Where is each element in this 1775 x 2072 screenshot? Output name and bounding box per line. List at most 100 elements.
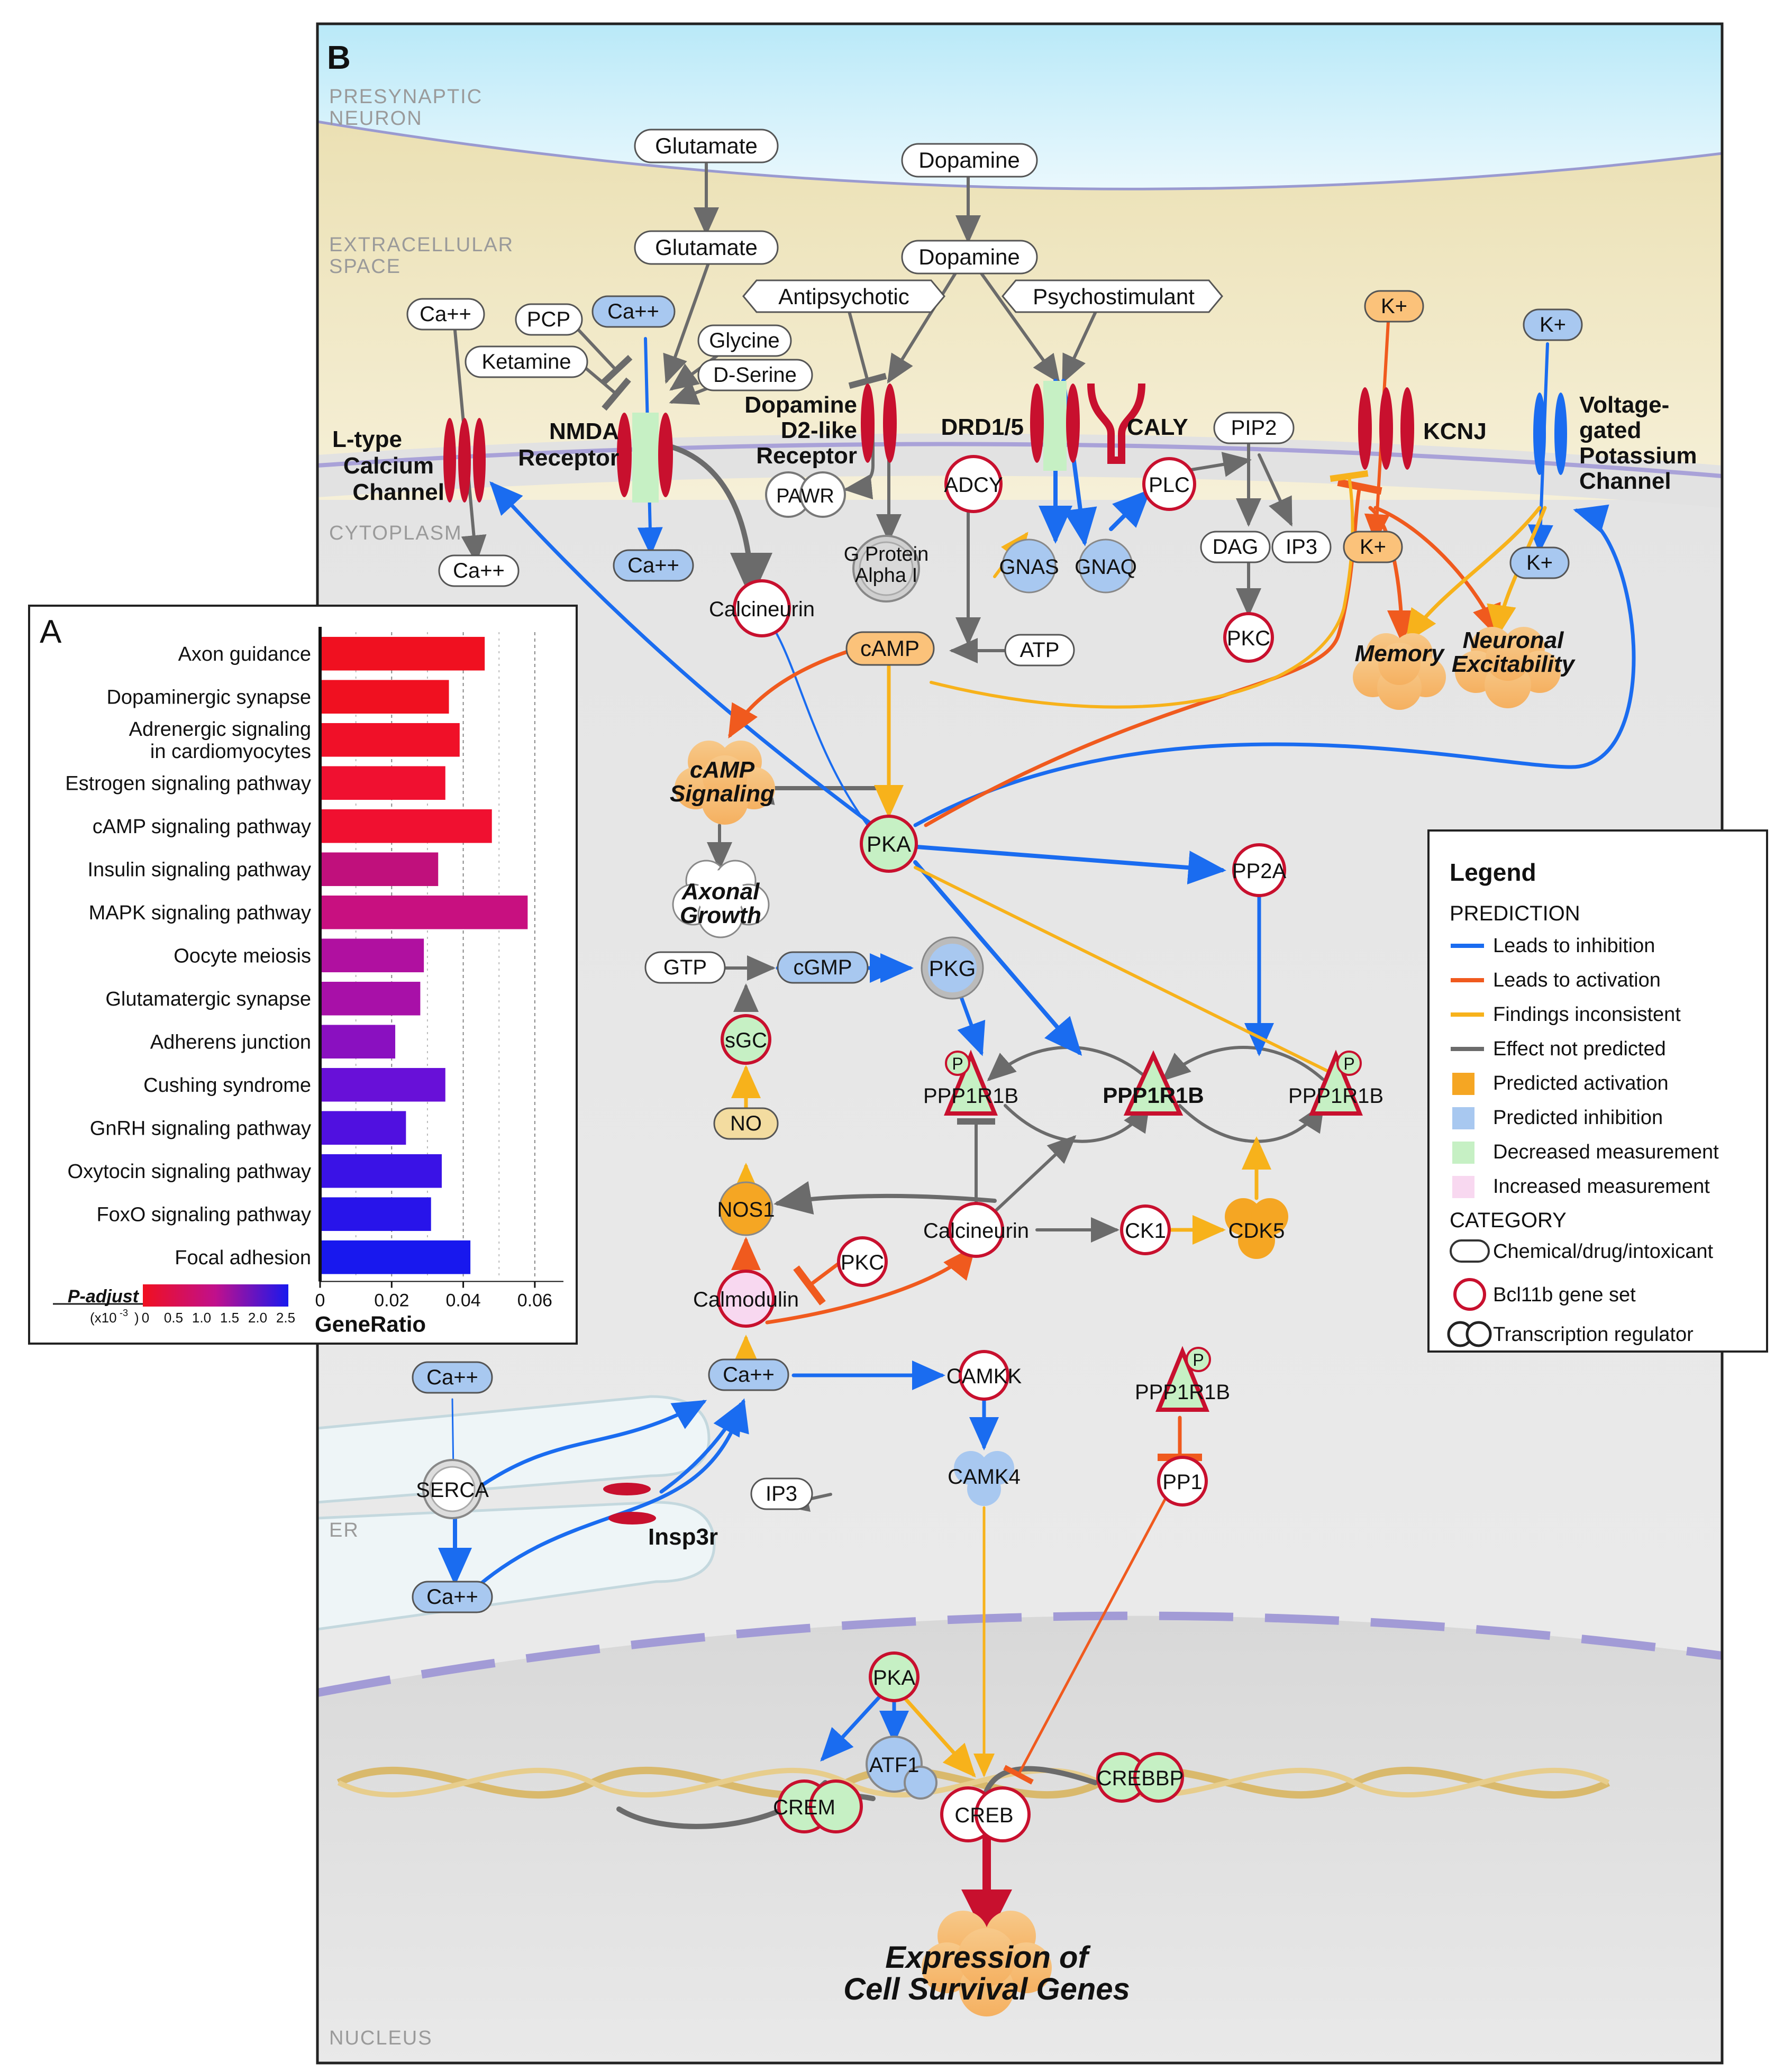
node-ppp1r1b-lower-label: PPP1R1B	[1135, 1381, 1230, 1404]
node-dserine-label: D-Serine	[713, 363, 797, 387]
node-ck1[interactable]: CK1	[1120, 1204, 1171, 1255]
caly-label: CALY	[1127, 414, 1188, 440]
node-ip3-top[interactable]: IP3	[1271, 531, 1332, 563]
node-camkk-label: CAMKK	[946, 1365, 1022, 1388]
node-glutamate-pre[interactable]: Glutamate	[634, 129, 779, 163]
node-ca-cyto-l[interactable]: Ca++	[438, 554, 520, 587]
node-serca[interactable]: SERCA	[416, 1459, 489, 1519]
node-ketamine[interactable]: Ketamine	[465, 345, 588, 378]
node-sgc[interactable]: sGC	[721, 1014, 771, 1065]
phenotype-camp-signaling[interactable]: cAMP Signaling	[670, 741, 775, 825]
node-psychostimulant[interactable]: Psychostimulant	[1002, 279, 1223, 313]
node-ip3-er[interactable]: IP3	[750, 1477, 813, 1510]
node-cgmp[interactable]: cGMP	[777, 951, 869, 984]
node-ppp1r1b-center-label: PPP1R1B	[1103, 1083, 1204, 1108]
node-no[interactable]: NO	[713, 1107, 779, 1140]
node-gnas-label: GNAS	[999, 555, 1059, 579]
node-gnaq[interactable]: GNAQ	[1075, 538, 1137, 594]
node-pp1[interactable]: PP1	[1157, 1456, 1208, 1507]
node-pip2[interactable]: PIP2	[1213, 412, 1295, 444]
nmda-receptor[interactable]	[617, 413, 673, 503]
node-serca-label: SERCA	[416, 1478, 489, 1502]
node-ca-ext[interactable]: Ca++	[406, 298, 485, 331]
node-pawr[interactable]: PAWR	[765, 471, 846, 518]
node-ca-er-top[interactable]: Ca++	[412, 1361, 493, 1394]
node-ca-main[interactable]: Ca++	[708, 1358, 789, 1391]
node-atf1[interactable]: ATF1	[866, 1736, 937, 1800]
bar	[320, 1154, 442, 1188]
node-k-cyto-blue[interactable]: K+	[1509, 546, 1570, 579]
node-crebbp-label: CREBBP	[1097, 1767, 1184, 1790]
node-glutamate-label: Glutamate	[655, 235, 758, 260]
ltype-label-3: Channel	[352, 479, 444, 505]
nucleus-label: NUCLEUS	[329, 2027, 433, 2049]
node-ppp1r1b-center[interactable]: PPP1R1B	[1103, 1050, 1204, 1116]
node-k-ext-orange[interactable]: K+	[1364, 290, 1424, 323]
legend-item-label: Leads to inhibition	[1493, 935, 1655, 957]
node-k-ext-blue[interactable]: K+	[1523, 308, 1583, 341]
node-pcp[interactable]: PCP	[515, 303, 583, 336]
phenotype-axonal-growth[interactable]: Axonal Growth	[672, 860, 770, 938]
node-camkk[interactable]: CAMKK	[946, 1350, 1022, 1401]
node-glutamate[interactable]: Glutamate	[634, 230, 779, 265]
bar	[320, 1067, 445, 1102]
node-calmodulin[interactable]: Calmodulin	[693, 1270, 799, 1328]
node-calcineurin-top[interactable]: Calcineurin	[709, 579, 815, 637]
category-label: Dopaminergic synapse	[106, 686, 311, 708]
node-dopamine-pre[interactable]: Dopamine	[901, 143, 1038, 178]
voltage-gated-potassium-channel[interactable]	[1533, 393, 1567, 475]
node-ca-cyto-nmda[interactable]: Ca++	[613, 549, 694, 582]
node-dserine[interactable]: D-Serine	[697, 359, 813, 391]
node-pkc-top[interactable]: PKC	[1223, 612, 1274, 663]
category-label: cAMP signaling pathway	[93, 816, 311, 838]
node-dopamine[interactable]: Dopamine	[901, 240, 1038, 275]
node-creb[interactable]: CREB	[940, 1786, 1031, 1842]
legend-item-label: Leads to activation	[1493, 969, 1661, 991]
node-adcy[interactable]: ADCY	[944, 455, 1003, 513]
node-sgc-label: sGC	[725, 1029, 767, 1052]
phenotype-cell-survival[interactable]: Expression of Cell Survival Genes	[843, 1911, 1130, 2016]
caly-receptor[interactable]	[1087, 383, 1145, 464]
category-label: Adherens junction	[150, 1031, 311, 1053]
category-label: Estrogen signaling pathway	[65, 772, 311, 795]
dopamine-d2-receptor[interactable]	[861, 384, 897, 463]
node-cdk5[interactable]: CDK5	[1225, 1198, 1288, 1259]
x-tick-label: 0.02	[374, 1291, 409, 1311]
node-pp2a[interactable]: PP2A	[1232, 843, 1287, 897]
node-nos1[interactable]: NOS1	[717, 1181, 775, 1236]
nmda-label-2: Receptor	[518, 445, 619, 471]
legend-prediction-heading: PREDICTION	[1450, 902, 1580, 925]
node-crebbp[interactable]: CREBBP	[1096, 1752, 1184, 1803]
node-calcineurin-mid[interactable]: Calcineurin	[923, 1202, 1029, 1258]
node-gtp[interactable]: GTP	[644, 951, 726, 984]
drd15-receptor[interactable]	[1030, 381, 1080, 471]
node-antipsychotic[interactable]: Antipsychotic	[742, 279, 945, 313]
node-k-cyto-orange[interactable]: K+	[1343, 531, 1403, 563]
phenotype-memory[interactable]: Memory	[1353, 633, 1446, 710]
node-camp[interactable]: cAMP	[845, 631, 935, 666]
node-crem[interactable]: CREM	[773, 1779, 863, 1833]
node-ca-nmda[interactable]: Ca++	[591, 295, 676, 328]
node-plc[interactable]: PLC	[1142, 457, 1196, 511]
node-gnas[interactable]: GNAS	[999, 538, 1059, 594]
node-pka-nucleus[interactable]: PKA	[869, 1651, 920, 1702]
node-camk4[interactable]: CAMK4	[948, 1451, 1021, 1506]
node-pkg[interactable]: PKG	[921, 936, 984, 1000]
node-calcineurin-top-label: Calcineurin	[709, 598, 815, 621]
node-pkc-mid[interactable]: PKC	[837, 1236, 888, 1287]
insp3r-receptor[interactable]	[603, 1483, 656, 1525]
vgk-label-3: Potassium	[1579, 443, 1697, 469]
bar	[320, 1025, 396, 1059]
node-atp[interactable]: ATP	[1004, 634, 1075, 667]
phenotype-neuronal-excitability[interactable]: Neuronal Excitability	[1452, 627, 1576, 708]
node-glycine[interactable]: Glycine	[697, 324, 792, 357]
kcnj-channel[interactable]	[1358, 387, 1414, 470]
node-ca-er-bot[interactable]: Ca++	[412, 1581, 493, 1613]
ltype-calcium-channel[interactable]	[443, 418, 486, 503]
node-dag[interactable]: DAG	[1200, 531, 1271, 563]
node-pka[interactable]: PKA	[860, 815, 918, 873]
